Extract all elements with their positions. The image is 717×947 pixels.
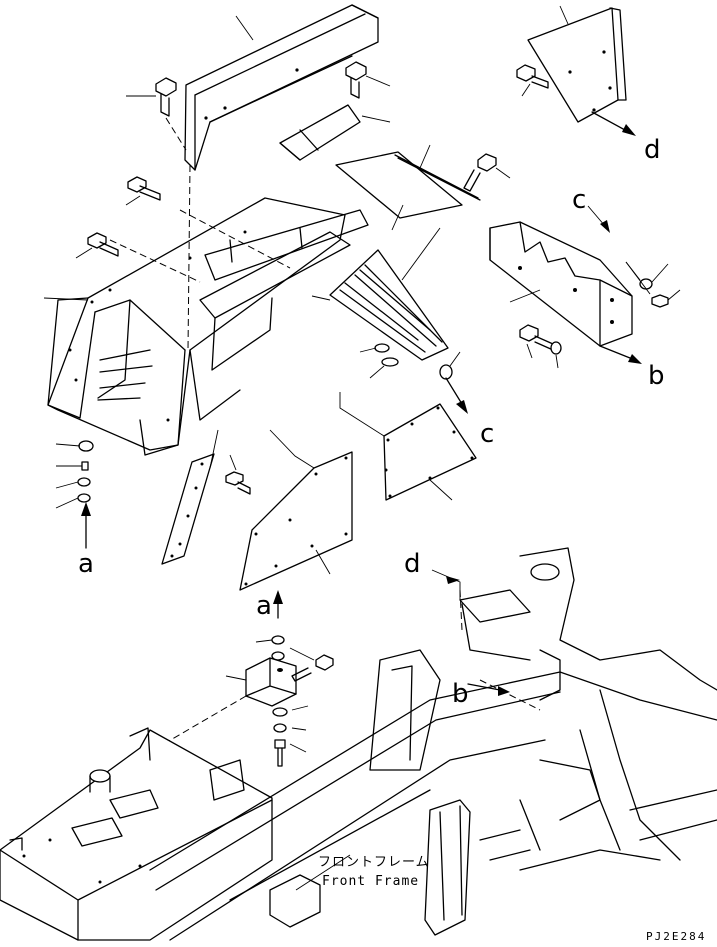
mount-bracket-lower [149, 590, 334, 767]
bolt-plate [463, 153, 511, 192]
small-wedge-bracket [279, 104, 391, 161]
flat-seal-plate [335, 144, 481, 231]
bolt-upper-left [126, 77, 187, 151]
right-mounting-bracket [489, 205, 642, 364]
callout-c-upper: c [572, 185, 586, 215]
fastener-stack-left [55, 440, 94, 549]
nut-washers-right [625, 261, 681, 308]
frame-label-japanese: フロントフレーム [318, 855, 430, 870]
bolt-main-upper [125, 176, 161, 206]
callout-a-lower: a [78, 549, 94, 579]
callout-b-right: b [648, 361, 665, 391]
lower-cover-panel [239, 429, 353, 591]
main-fender-assembly [43, 164, 369, 456]
callout-d-frame: d [404, 549, 421, 579]
truss-bracket [311, 227, 449, 361]
drawing-code: PJ2E284 [646, 930, 706, 943]
side-panel-left [161, 429, 219, 565]
callout-a-upper: a [256, 591, 272, 621]
callout-d-top: d [644, 135, 661, 165]
front-frame [0, 547, 717, 941]
frame-label-leader [295, 854, 351, 891]
callout-c-right: c [480, 419, 494, 449]
bolt-main-left [75, 232, 119, 259]
arrow-to-c [445, 377, 468, 414]
triangle-side-cover [527, 5, 627, 123]
bolt-triangle [516, 64, 549, 97]
bolt-upper-center [345, 61, 391, 99]
bolt-bracket [519, 324, 562, 369]
arrow-to-d-top [591, 111, 636, 136]
top-fender-cover [184, 4, 379, 171]
frame-label-english: Front Frame [322, 874, 419, 889]
access-panel-right [339, 392, 477, 501]
bolt-side-panel [225, 454, 251, 495]
